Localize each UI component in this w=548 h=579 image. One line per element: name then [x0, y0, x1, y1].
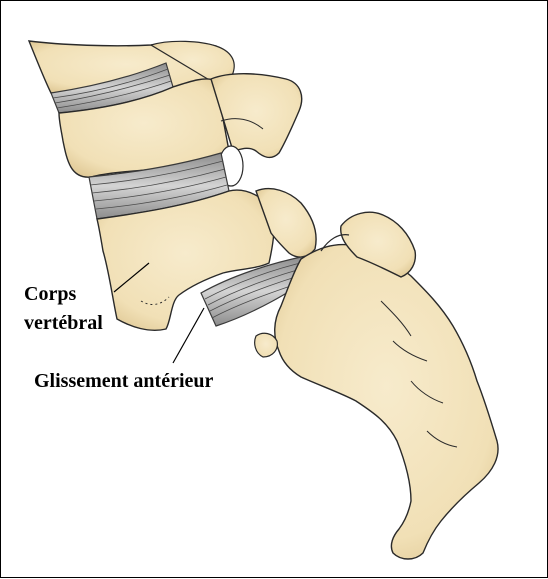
label-glissement: Glissement antérieur [34, 369, 213, 393]
glissement-leader-line [173, 308, 204, 363]
label-corps-line2: vertébral [24, 311, 103, 335]
label-corps-line1: Corps [24, 282, 76, 306]
sacrum [275, 245, 498, 559]
